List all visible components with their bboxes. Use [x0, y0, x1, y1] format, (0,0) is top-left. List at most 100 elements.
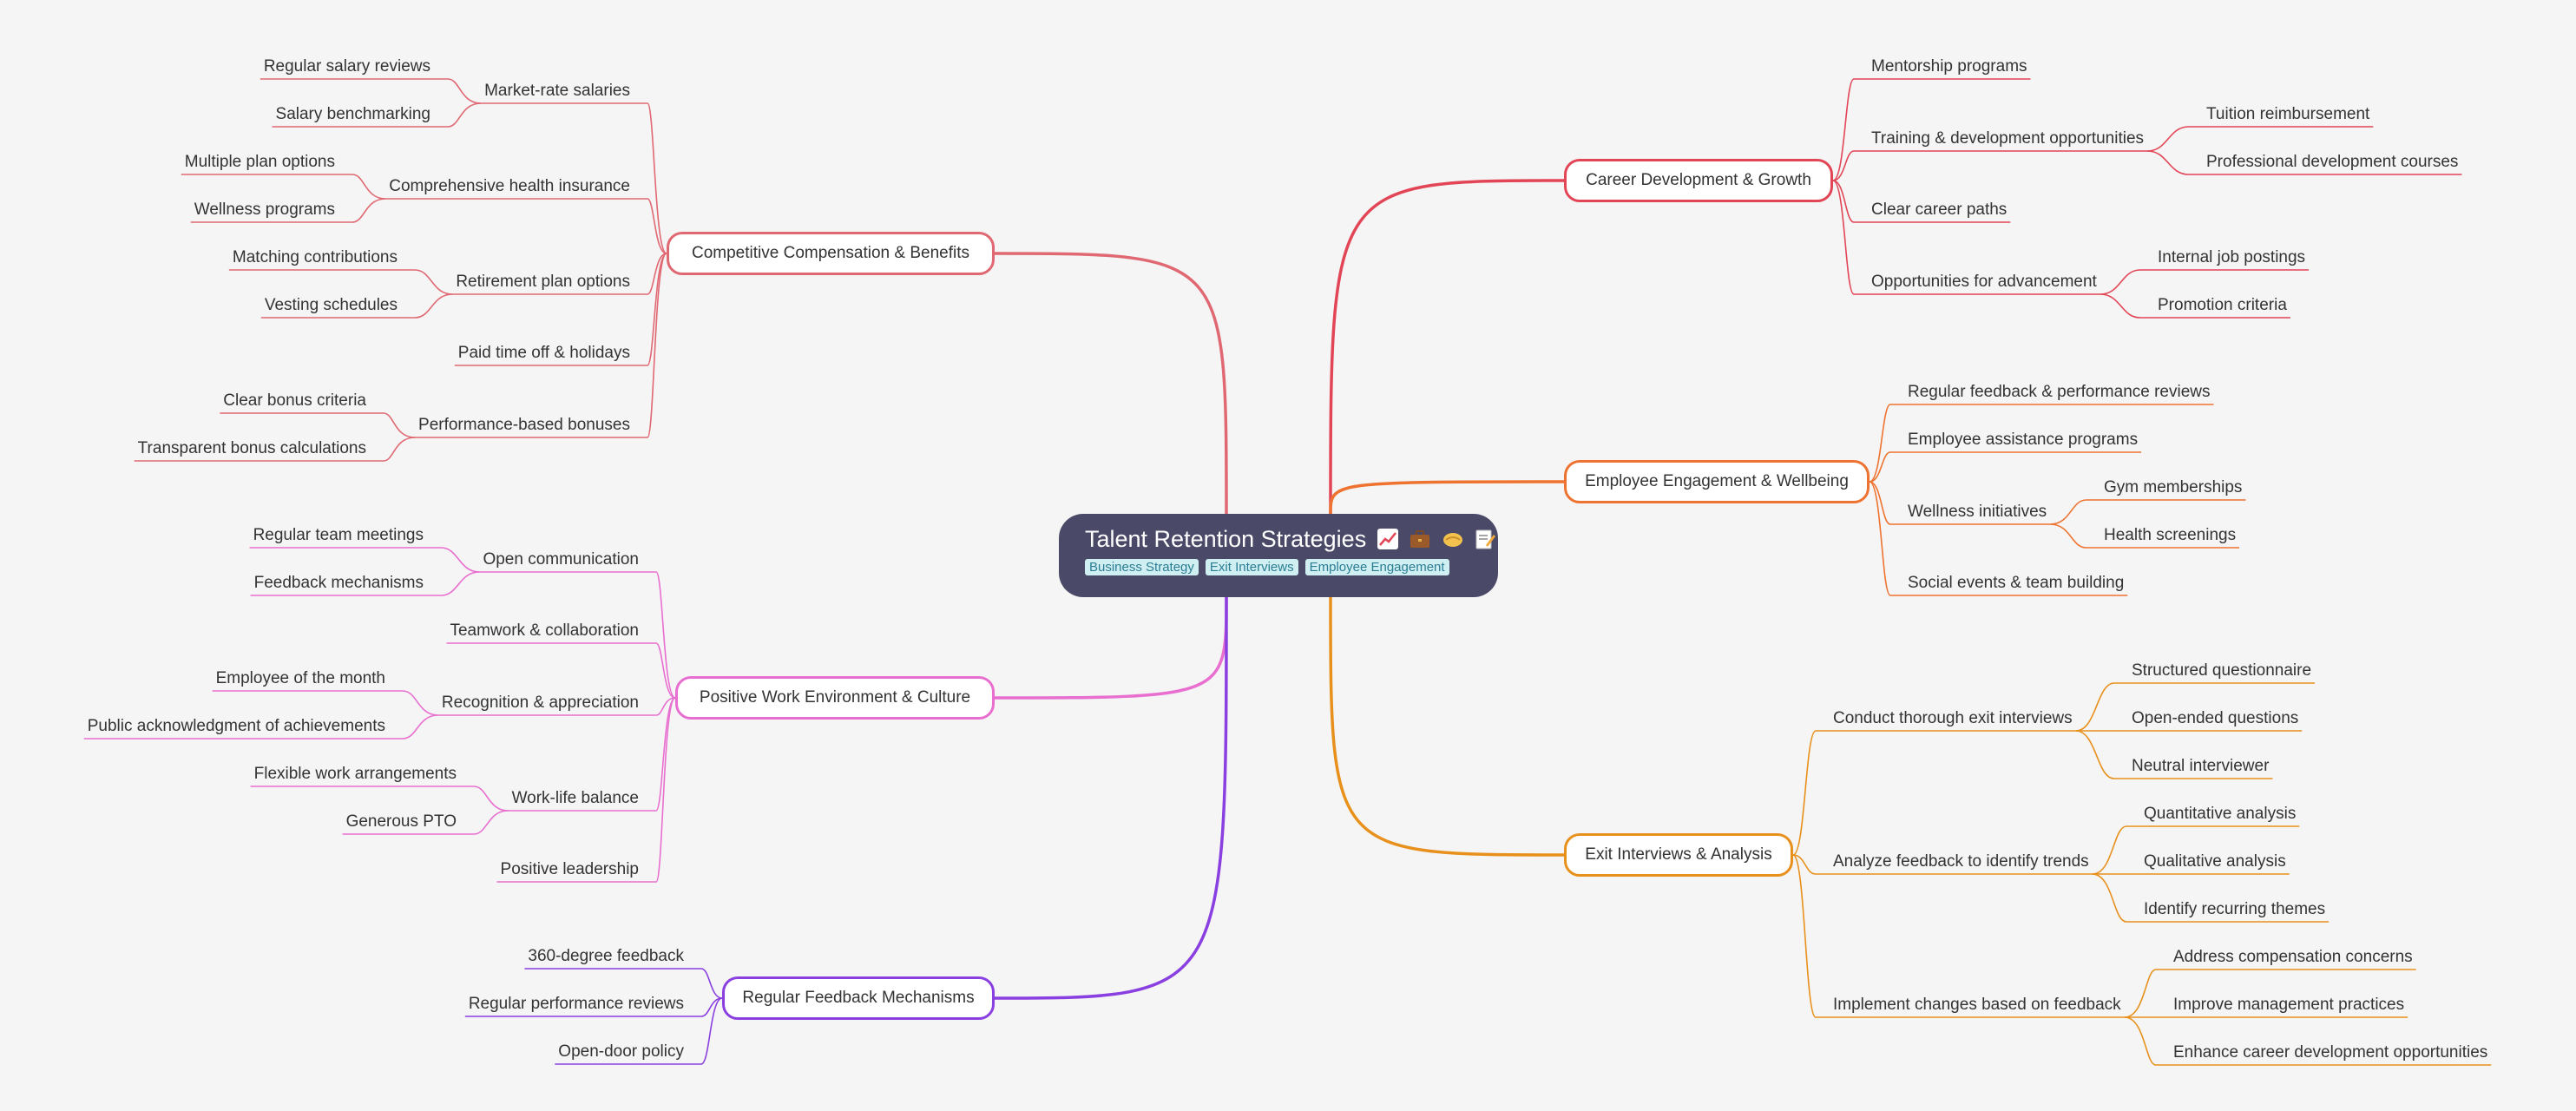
subtopic-node[interactable]: Recognition & appreciation — [441, 694, 639, 712]
detail-node[interactable]: Wellness programs — [194, 201, 335, 219]
branch-node-exit[interactable]: Exit Interviews & Analysis — [1564, 833, 1793, 877]
subtopic-node[interactable]: Comprehensive health insurance — [389, 177, 630, 195]
tag-exit-interviews[interactable]: Exit Interviews — [1205, 559, 1298, 575]
detail-node[interactable]: Flexible work arrangements — [253, 765, 457, 783]
subtopic-node[interactable]: Paid time off & holidays — [457, 344, 630, 362]
detail-node[interactable]: Gym memberships — [2104, 478, 2243, 496]
subtopic-node[interactable]: Mentorship programs — [1871, 57, 2027, 76]
detail-node[interactable]: Public acknowledgment of achievements — [87, 717, 385, 735]
subtopic-node[interactable]: Teamwork & collaboration — [450, 621, 639, 640]
subtopic-node[interactable]: Open-door policy — [558, 1042, 684, 1061]
root-node[interactable]: Talent Retention Strategies B — [1059, 514, 1498, 597]
detail-node[interactable]: Promotion criteria — [2158, 296, 2287, 314]
connector-line — [994, 596, 1228, 700]
connector-line — [1869, 481, 1891, 525]
detail-node[interactable]: Clear bonus criteria — [223, 391, 366, 410]
connector-line — [647, 102, 667, 254]
tag-employee-engagement[interactable]: Employee Engagement — [1304, 559, 1449, 575]
subtopic-node[interactable]: Clear career paths — [1871, 201, 2008, 219]
detail-node[interactable]: Professional development courses — [2206, 153, 2459, 171]
subtopic-node[interactable]: Conduct thorough exit interviews — [1833, 709, 2073, 727]
connector-line — [1792, 730, 1817, 856]
subtopic-node[interactable]: Employee assistance programs — [1908, 431, 2139, 449]
branch-label: Positive Work Environment & Culture — [699, 688, 971, 707]
detail-node[interactable]: Vesting schedules — [264, 296, 398, 314]
branch-label: Exit Interviews & Analysis — [1585, 845, 1772, 864]
subtopic-node[interactable]: Work-life balance — [511, 789, 639, 807]
subtopic-node[interactable]: Implement changes based on feedback — [1833, 996, 2121, 1014]
connector-line — [414, 293, 453, 319]
connector-line — [1869, 451, 1891, 483]
branch-node-engagement[interactable]: Employee Engagement & Wellbeing — [1564, 460, 1870, 503]
connector-line — [2100, 269, 2141, 295]
subtopic-node[interactable]: Opportunities for advancement — [1871, 273, 2097, 291]
branch-node-culture[interactable]: Positive Work Environment & Culture — [675, 676, 995, 720]
branch-label: Regular Feedback Mechanisms — [742, 989, 975, 1007]
detail-node[interactable]: Regular team meetings — [253, 526, 424, 544]
detail-node[interactable]: Health screenings — [2104, 526, 2237, 544]
connector-line — [2147, 150, 2190, 175]
connector-line — [414, 269, 453, 295]
connector-line — [402, 714, 438, 740]
memo-icon — [1475, 529, 1496, 549]
connector-line — [994, 596, 1228, 1000]
subtopic-node[interactable]: Retirement plan options — [456, 273, 630, 291]
connector-line — [383, 412, 416, 438]
tag-business-strategy[interactable]: Business Strategy — [1085, 559, 1199, 575]
connector-line — [2100, 293, 2141, 319]
subtopic-node[interactable]: 360-degree feedback — [528, 947, 684, 965]
connector-line — [2124, 969, 2157, 1018]
connector-line — [2092, 873, 2127, 923]
detail-node[interactable]: Multiple plan options — [184, 153, 335, 171]
connector-line — [473, 810, 509, 835]
detail-node[interactable]: Open-ended questions — [2132, 709, 2299, 727]
detail-node[interactable]: Employee of the month — [215, 669, 385, 687]
connector-line — [440, 547, 480, 573]
connector-line — [383, 437, 416, 462]
subtopic-node[interactable]: Positive leadership — [500, 860, 639, 878]
subtopic-node[interactable]: Social events & team building — [1908, 574, 2125, 592]
subtopic-node[interactable]: Analyze feedback to identify trends — [1833, 852, 2089, 871]
detail-node[interactable]: Internal job postings — [2158, 248, 2306, 266]
detail-node[interactable]: Matching contributions — [232, 248, 398, 266]
detail-node[interactable]: Tuition reimbursement — [2206, 105, 2370, 123]
detail-node[interactable]: Salary benchmarking — [275, 105, 430, 123]
connector-line — [700, 997, 723, 1065]
detail-node[interactable]: Quantitative analysis — [2144, 805, 2297, 823]
connector-line — [352, 198, 386, 223]
detail-node[interactable]: Identify recurring themes — [2144, 900, 2326, 918]
connector-line — [440, 571, 480, 596]
branch-label: Competitive Compensation & Benefits — [692, 244, 969, 262]
subtopic-node[interactable]: Performance-based bonuses — [418, 416, 630, 434]
connector-line — [1792, 854, 1817, 875]
detail-node[interactable]: Structured questionnaire — [2132, 661, 2312, 680]
connector-line — [2075, 730, 2115, 779]
branch-node-career[interactable]: Career Development & Growth — [1564, 159, 1833, 202]
branch-node-feedback[interactable]: Regular Feedback Mechanisms — [722, 976, 995, 1020]
subtopic-node[interactable]: Market-rate salaries — [484, 82, 630, 100]
connector-line — [994, 252, 1228, 515]
detail-node[interactable]: Enhance career development opportunities — [2173, 1043, 2488, 1062]
detail-node[interactable]: Improve management practices — [2173, 996, 2405, 1014]
connector-line — [2050, 499, 2087, 525]
subtopic-node[interactable]: Regular feedback & performance reviews — [1908, 383, 2211, 401]
detail-node[interactable]: Transparent bonus calculations — [137, 439, 366, 457]
subtopic-node[interactable]: Training & development opportunities — [1871, 129, 2145, 148]
detail-node[interactable]: Generous PTO — [345, 812, 457, 831]
root-title: Talent Retention Strategies — [1085, 526, 1367, 552]
detail-node[interactable]: Qualitative analysis — [2144, 852, 2286, 871]
detail-node[interactable]: Neutral interviewer — [2132, 757, 2270, 775]
connector-line — [647, 253, 667, 438]
subtopic-node[interactable]: Open communication — [483, 550, 639, 569]
connector-line — [2050, 523, 2087, 549]
detail-node[interactable]: Address compensation concerns — [2173, 948, 2413, 966]
subtopic-node[interactable]: Regular performance reviews — [468, 995, 684, 1013]
connector-line — [647, 253, 667, 295]
detail-node[interactable]: Regular salary reviews — [263, 57, 430, 76]
detail-node[interactable]: Feedback mechanisms — [253, 574, 424, 592]
branch-node-compensation[interactable]: Competitive Compensation & Benefits — [667, 232, 995, 275]
connector-line — [1832, 180, 1855, 223]
subtopic-node[interactable]: Wellness initiatives — [1908, 503, 2047, 521]
connector-line — [655, 697, 676, 812]
